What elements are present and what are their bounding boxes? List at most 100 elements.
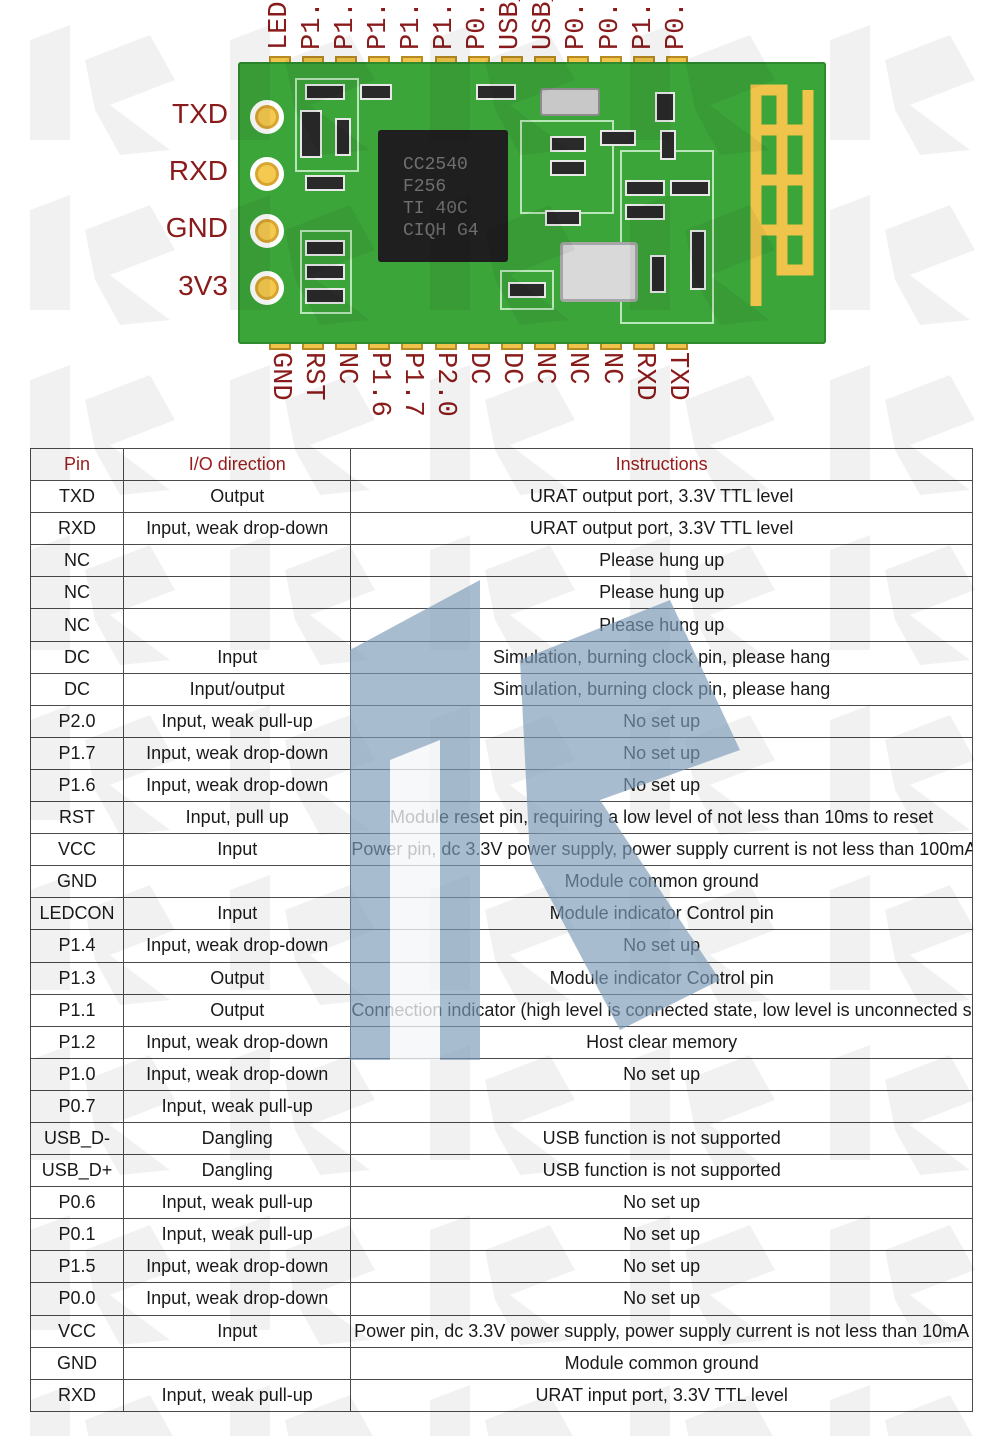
module-pinout-diagram: CC2540 F256 TI 40C CIQH G4 TXD RXD GND 3… [0,0,1000,430]
cell-instructions: URAT input port, 3.3V TTL level [350,1378,973,1412]
table-row: NC Please hung up [29,608,973,642]
side-pin-label: TXD [172,98,228,129]
cell-instructions: USB function is not supported [350,1121,973,1156]
cell-instructions [350,1089,973,1123]
side-pin-label: RXD [168,155,228,186]
cell-instructions: USB function is not supported [350,1154,973,1188]
cell-pin: USB_D+ [29,1154,125,1188]
cell-instructions: Module common ground [350,1346,973,1380]
top-pin-label: P1.4 [298,0,328,50]
cell-io-direction: Input, weak drop-down [123,1025,352,1059]
cell-io-direction: Input [123,1314,352,1348]
cell-instructions: No set up [350,736,973,770]
cell-instructions: Please hung up [350,608,973,642]
top-pin-label: P0.0 [662,0,692,50]
cell-pin: VCC [29,1314,125,1348]
cell-io-direction [123,1346,352,1380]
cell-pin: P0.1 [29,1218,125,1252]
cell-io-direction: Input [123,640,352,674]
cell-io-direction: Output [123,961,352,995]
cell-instructions: No set up [350,1057,973,1091]
smd-component [305,264,345,280]
cell-instructions: Simulation, burning clock pin, please ha… [350,640,973,674]
cell-instructions: URAT output port, 3.3V TTL level [350,480,973,514]
smd-component [550,160,586,176]
bottom-pin-label: NC [562,352,592,385]
cell-io-direction: Input, weak drop-down [123,929,352,963]
top-pin-label: P1.1 [364,0,394,50]
side-pad-rxd [250,157,284,191]
cell-io-direction: Input, weak drop-down [123,1282,352,1316]
smd-component [625,204,665,220]
top-pin-label: P0.6 [562,0,592,50]
pcb-antenna [750,84,814,306]
cell-instructions: Module reset pin, requiring a low level … [350,801,973,835]
cell-io-direction: Input, weak pull-up [123,704,352,738]
smd-component [550,136,586,152]
cell-instructions: No set up [350,704,973,738]
cell-pin: P2.0 [29,704,125,738]
cell-pin: P1.4 [29,929,125,963]
cell-instructions: Module common ground [350,865,973,899]
smd-component [508,282,546,298]
cell-instructions: No set up [350,768,973,803]
bottom-pin-label: NC [596,352,626,385]
side-pin-label: 3V3 [178,270,228,301]
cell-pin: DC [29,672,125,706]
cell-pin: GND [29,865,125,899]
cell-io-direction: Dangling [123,1154,352,1188]
bottom-pin-label: P2.0 [430,352,460,417]
cell-pin: NC [29,608,125,642]
cell-io-direction: Input, weak drop-down [123,1250,352,1284]
top-pin-label: P1.5 [629,0,659,50]
cell-io-direction: Input, weak pull-up [123,1089,352,1123]
cell-instructions: Host clear memory [350,1025,973,1059]
cell-io-direction: Input, weak pull-up [123,1378,352,1412]
header-io-direction: I/O direction [123,447,352,482]
cell-io-direction: Input, weak pull-up [123,1218,352,1252]
top-pin-label: USB_D- [496,0,526,50]
cell-pin: RST [29,801,125,835]
cell-io-direction: Input, pull up [123,801,352,835]
bottom-pin-label: P1.6 [364,352,394,417]
cell-pin: DC [29,640,125,674]
cell-instructions: Connection indicator (high level is conn… [350,993,973,1027]
cell-instructions: Power pin, dc 3.3V power supply, power s… [350,833,973,867]
smd-component [476,84,516,100]
cell-pin: P1.6 [29,768,125,803]
top-pin-label: P0.7 [463,0,493,50]
crystal-oscillator [560,242,638,302]
smd-component [305,288,345,304]
smd-component [625,180,665,196]
cell-pin: P0.7 [29,1089,125,1123]
smd-component [545,210,581,226]
chip-marking: CC2540 F256 TI 40C CIQH G4 [403,155,479,241]
bottom-pin-label: RST [298,352,328,401]
cell-io-direction: Input/output [123,672,352,706]
cell-pin: P0.6 [29,1186,125,1220]
side-pad-gnd [250,214,284,248]
cell-pin: NC [29,576,125,610]
cell-io-direction [123,608,352,642]
cell-io-direction: Output [123,993,352,1027]
cell-pin: NC [29,544,125,578]
cell-pin: RXD [29,1378,125,1412]
cell-instructions: No set up [350,1250,973,1284]
smd-component [660,130,676,160]
